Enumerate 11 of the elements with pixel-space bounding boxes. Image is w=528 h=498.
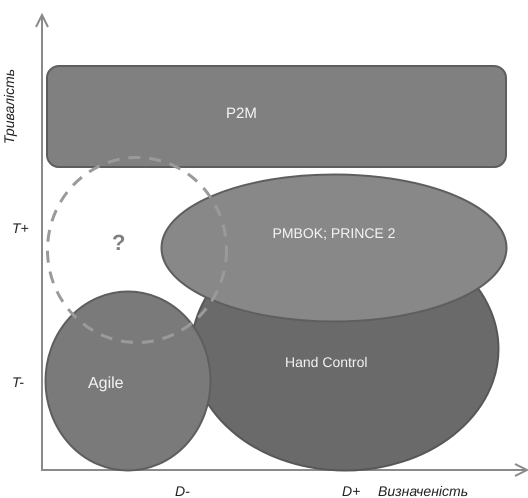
- axis-title: Визначеність: [378, 482, 468, 498]
- axis-title: Тривалість: [0, 68, 18, 144]
- tick-label: D-: [175, 482, 190, 498]
- tick-label: T+: [12, 219, 29, 238]
- ellipse-label: Hand Control: [285, 354, 368, 370]
- question-mark: ?: [112, 230, 126, 255]
- ellipse-label: PMBOK; PRINCE 2: [272, 225, 396, 241]
- tick-label: T-: [12, 373, 24, 392]
- circle-label: Agile: [88, 375, 124, 392]
- tick-label: D+: [342, 482, 360, 498]
- rect-label: P2M: [226, 105, 257, 122]
